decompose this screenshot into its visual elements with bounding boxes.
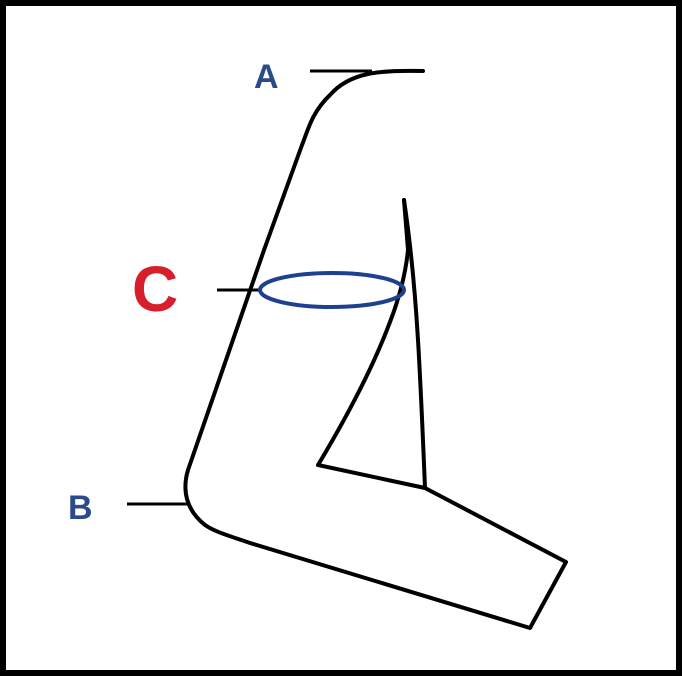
upper-arm-back-line bbox=[183, 68, 568, 630]
leader-lines bbox=[127, 69, 372, 506]
arm-outline bbox=[183, 68, 568, 630]
biceps-contour-line bbox=[402, 198, 427, 490]
label-c: C bbox=[132, 253, 178, 325]
upper-arm-front-line bbox=[402, 198, 410, 252]
circumference-ring bbox=[258, 271, 406, 309]
label-b: B bbox=[68, 489, 93, 527]
label-a: A bbox=[254, 58, 279, 96]
inner-elbow-line bbox=[316, 248, 427, 490]
